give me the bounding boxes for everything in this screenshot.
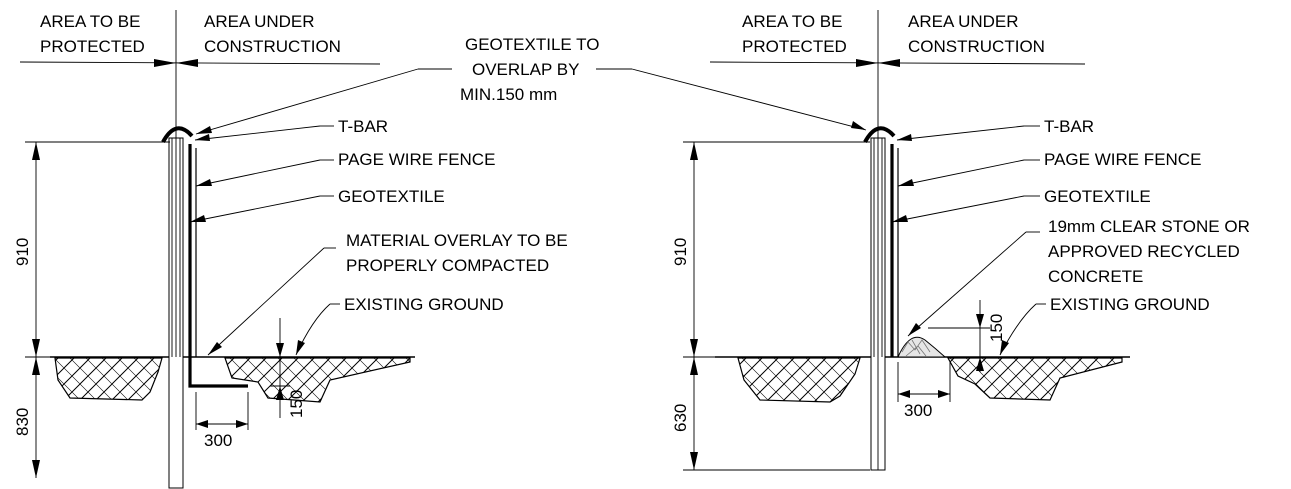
- left-header-arrow-left: [154, 59, 176, 67]
- overlap-leader-right: [631, 68, 867, 131]
- right-ground-arrow: [1000, 340, 1009, 355]
- left-dim-300-arrow-right: [236, 420, 248, 428]
- overlap-label-line2: OVERLAP BY: [472, 60, 579, 79]
- right-stone-arrow: [908, 323, 921, 336]
- right-area-construction-line2: CONSTRUCTION: [908, 37, 1045, 56]
- overlap-label-line3: MIN.150 mm: [460, 85, 557, 104]
- right-stone-leader: [907, 231, 1027, 337]
- right-dim-150-arrow-bottom: [976, 357, 984, 371]
- left-overlay-label-line2: PROPERLY COMPACTED: [346, 256, 549, 275]
- right-ground-hatch-left: [737, 357, 861, 403]
- right-dim-arrow-mid-up: [690, 339, 698, 357]
- right-dim-630: 630: [671, 404, 690, 432]
- right-clear-stone-texture: [901, 339, 931, 357]
- left-detail: AREA TO BE PROTECTED AREA UNDER CONSTRUC…: [13, 10, 568, 489]
- shared-overlap-callout: GEOTEXTILE TO OVERLAP BY MIN.150 mm: [195, 35, 867, 135]
- right-header-arrow-left: [856, 59, 878, 67]
- left-ground-hatch-right: [224, 357, 411, 403]
- right-dim-arrow-mid-down: [690, 357, 698, 375]
- left-dim-910: 910: [13, 238, 32, 266]
- left-dim-300-arrow-left: [196, 420, 208, 428]
- left-ground-hatch-left: [54, 357, 163, 401]
- left-area-construction-line1: AREA UNDER: [204, 12, 315, 31]
- right-dim-arrow-top: [690, 142, 698, 160]
- right-tbar-cap: [863, 126, 896, 144]
- right-area-protected-line2: PROTECTED: [742, 37, 847, 56]
- right-ground-hatch-right: [946, 357, 1123, 401]
- right-tbar-leader: [896, 125, 1025, 141]
- left-area-construction-line2: CONSTRUCTION: [204, 37, 341, 56]
- left-overlay-leader: [207, 247, 325, 356]
- right-dim-arrow-bottom: [690, 452, 698, 470]
- right-geotextile-label: GEOTEXTILE: [1044, 187, 1151, 206]
- right-stone-label-line1: 19mm CLEAR STONE OR: [1048, 217, 1250, 236]
- left-tbar-cap: [161, 126, 194, 144]
- left-overlay-arrow: [208, 342, 222, 355]
- left-dim-150-arrow-top: [276, 343, 284, 357]
- left-tbar-leader: [194, 125, 321, 141]
- right-stone-label-line3: CONCRETE: [1048, 267, 1143, 286]
- overlap-label-line1: GEOTEXTILE TO: [465, 35, 599, 54]
- left-overlay-label-line1: MATERIAL OVERLAY TO BE: [346, 231, 568, 250]
- left-header-line: [19, 61, 381, 65]
- overlap-arrow-left: [196, 126, 212, 134]
- right-dim-300: 300: [904, 401, 932, 420]
- left-geotextile: [188, 144, 248, 388]
- left-ground-arrow: [296, 340, 305, 355]
- left-dim-arrow-mid-down: [32, 357, 40, 375]
- right-tbar-arrow: [897, 134, 912, 141]
- right-geotextile-arrow: [892, 215, 908, 222]
- right-dim-150-arrow-top: [976, 314, 984, 328]
- right-fence-leader: [897, 159, 1025, 187]
- right-area-construction-line1: AREA UNDER: [908, 12, 1019, 31]
- left-header-arrow-right: [176, 59, 198, 67]
- right-fence-arrow: [898, 179, 914, 186]
- left-tbar-arrow: [195, 134, 210, 141]
- overlap-arrow-right: [851, 121, 866, 130]
- right-dim-300-arrow-left: [898, 390, 910, 398]
- left-geotextile-leader: [189, 195, 321, 223]
- overlap-leader-left: [195, 68, 419, 135]
- left-dim-150-arrow-bottom: [276, 386, 284, 400]
- left-dim-300: 300: [204, 431, 232, 450]
- right-clear-stone-mound: [897, 336, 947, 358]
- left-dim-830: 830: [13, 408, 32, 436]
- right-area-protected-line1: AREA TO BE: [742, 12, 842, 31]
- left-dim-arrow-mid-up: [32, 339, 40, 357]
- right-geotextile-leader: [891, 195, 1025, 223]
- left-dim-arrow-top: [32, 142, 40, 160]
- left-dim-150: 150: [287, 390, 306, 418]
- right-stone-label-line2: APPROVED RECYCLED: [1048, 242, 1240, 261]
- right-detail: AREA TO BE PROTECTED AREA UNDER CONSTRUC…: [671, 10, 1250, 471]
- left-fence-label: PAGE WIRE FENCE: [338, 150, 495, 169]
- left-fence-arrow: [196, 179, 212, 186]
- right-tbar-label: T-BAR: [1044, 117, 1094, 136]
- left-ground-label: EXISTING GROUND: [344, 295, 504, 314]
- right-ground-label: EXISTING GROUND: [1050, 295, 1210, 314]
- left-tbar-label: T-BAR: [338, 117, 388, 136]
- left-geotextile-arrow: [190, 215, 206, 222]
- left-area-protected-line1: AREA TO BE: [40, 12, 140, 31]
- right-dim-150: 150: [987, 314, 1006, 342]
- left-area-protected-line2: PROTECTED: [40, 37, 145, 56]
- left-fence-leader: [195, 159, 321, 187]
- right-fence-label: PAGE WIRE FENCE: [1044, 150, 1201, 169]
- left-dim-arrow-bottom: [32, 460, 40, 478]
- left-geotextile-label: GEOTEXTILE: [338, 187, 445, 206]
- right-header-arrow-right: [878, 59, 900, 67]
- right-dim-910: 910: [671, 238, 690, 266]
- right-dim-300-arrow-right: [938, 390, 950, 398]
